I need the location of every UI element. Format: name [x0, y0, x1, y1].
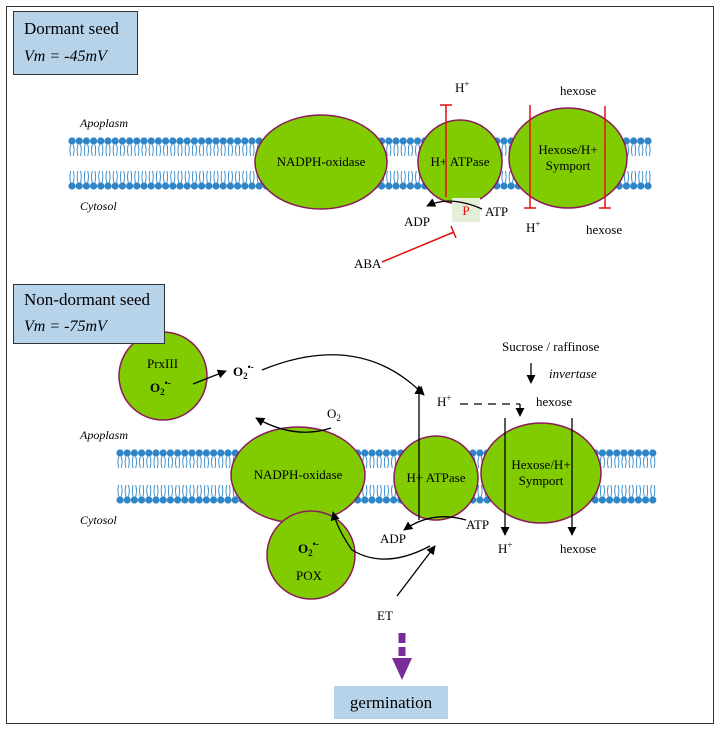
hexose-out-nd: hexose: [536, 394, 572, 409]
pox-o2-label: O2•-: [298, 539, 319, 558]
aba-label: ABA: [354, 256, 382, 271]
nondormant-seed-title: Non-dormant seed: [24, 290, 151, 309]
hexose-out-dormant: hexose: [560, 83, 596, 98]
atp-adp-arrow-nd: [403, 516, 467, 531]
symport-label-nd-1: Hexose/H+: [511, 457, 570, 472]
prx-to-o2-arrow: [192, 369, 227, 385]
adp-nd: ADP: [380, 531, 406, 546]
nondormant-seed-box: Non-dormant seed Vm = -75mV: [13, 284, 165, 344]
nadph-oxidase-dormant: NADPH-oxidase: [254, 114, 388, 210]
superoxide-label: O2•-: [233, 362, 254, 381]
invertase-label: invertase: [549, 366, 597, 381]
to-nadph-arrow: [330, 511, 431, 560]
prxiii-o2-label: O2•-: [150, 378, 171, 397]
figure-frame: [6, 6, 714, 724]
dormant-vm: Vm = -45mV: [24, 48, 107, 65]
pox-organelle: O2•- POX: [266, 510, 356, 600]
atp-dormant: ATP: [485, 204, 508, 219]
phosphate-label: P: [462, 203, 469, 218]
h-atpase-dormant: H+ ATPase: [417, 119, 503, 205]
germination-box: germination: [334, 686, 448, 719]
prxiii-label: PrxIII: [147, 356, 178, 371]
h-plus-out-nd: H+: [437, 393, 451, 409]
nadph-oxidase-nondormant: NADPH-oxidase: [230, 426, 366, 524]
prxiii-organelle: PrxIII O2•-: [118, 331, 208, 421]
cytosol-label-nondormant: Cytosol: [80, 513, 117, 527]
h-plus-in-nd: H+: [498, 540, 512, 556]
h-atpase-label-nd: H+ ATPase: [407, 470, 466, 485]
o2-to-atpase-arrow: [261, 354, 425, 396]
et-label: ET: [377, 608, 393, 623]
o2-to-nadph-arrow: [255, 417, 332, 433]
cytosol-label-dormant: Cytosol: [80, 199, 117, 213]
et-arrow: [396, 545, 436, 597]
dormant-seed-title: Dormant seed: [24, 19, 119, 38]
h-atpase-label: H+ ATPase: [431, 154, 490, 169]
dormant-seed-box: Dormant seed Vm = -45mV: [13, 11, 138, 75]
symport-label-nd-2: Symport: [519, 473, 564, 488]
symport-nondormant: Hexose/H+ Symport: [480, 422, 602, 524]
symport-label-2: Symport: [546, 158, 591, 173]
h-plus-out-dormant: H+: [455, 79, 469, 95]
hexose-in-dormant: hexose: [586, 222, 622, 237]
h-plus-in-dormant: H+: [526, 219, 540, 235]
oxygen-label: O2: [327, 406, 341, 423]
hexose-in-nd: hexose: [560, 541, 596, 556]
nadph-oxidase-label-nd: NADPH-oxidase: [254, 467, 343, 482]
nadph-oxidase-label: NADPH-oxidase: [277, 154, 366, 169]
symport-dormant: Hexose/H+ Symport: [508, 107, 628, 209]
apoplasm-label-dormant: Apoplasm: [79, 116, 128, 130]
adp-dormant: ADP: [404, 214, 430, 229]
germination-arrow: [392, 633, 412, 680]
atp-adp-arrow-dormant: [426, 198, 483, 210]
pox-label: POX: [296, 568, 323, 583]
symport-label-1: Hexose/H+: [538, 142, 597, 157]
apoplasm-label-nondormant: Apoplasm: [79, 428, 128, 442]
atp-nd: ATP: [466, 517, 489, 532]
h-atpase-nondormant: H+ ATPase: [393, 435, 479, 521]
sucrose-label: Sucrose / raffinose: [502, 339, 599, 354]
inhibition-bars-dormant: [381, 104, 611, 263]
nondormant-vm: Vm = -75mV: [24, 318, 107, 335]
